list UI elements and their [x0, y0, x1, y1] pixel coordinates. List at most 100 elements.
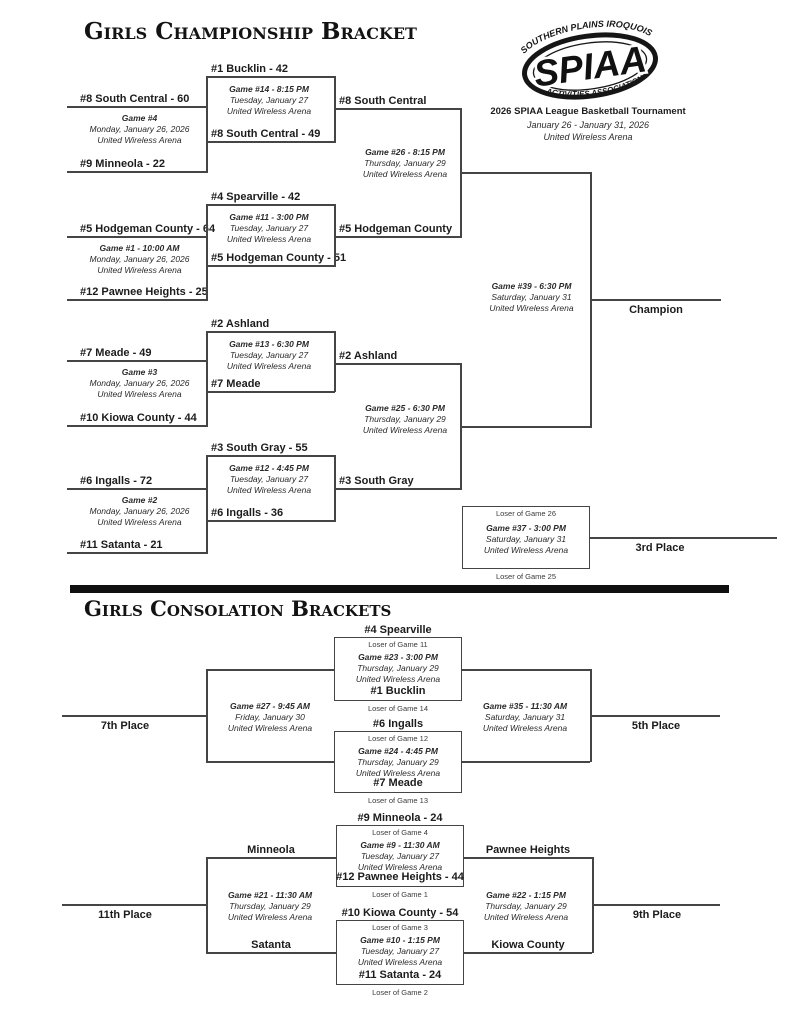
g10-info: Game #10 - 1:15 PM Tuesday, January 27 U… [342, 935, 458, 969]
g37-box [462, 506, 590, 569]
g11-date: Tuesday, January 27 [229, 223, 309, 234]
g3-venue: United Wireless Arena [97, 389, 182, 400]
g3-bottom-team: #10 Kiowa County - 44 [80, 412, 197, 424]
g23-top-note: Loser of Game 11 [368, 640, 428, 649]
g9-info: Game #9 - 11:30 AM Tuesday, January 27 U… [342, 840, 458, 874]
g25-date: Thursday, January 29 [364, 414, 446, 425]
g14-info: Game #14 - 8:15 PM Tuesday, January 27 U… [210, 84, 328, 118]
g2-date: Monday, January 26, 2026 [89, 506, 190, 517]
g1-game-label: Game #1 - 10:00 AM [99, 243, 180, 253]
g21-date: Thursday, January 29 [229, 901, 311, 912]
g1-bottom-line [67, 299, 207, 301]
g9-bottom-team: #12 Pawnee Heights - 44 [336, 871, 464, 883]
g3-top-line [67, 360, 207, 362]
g26-venue: United Wireless Arena [362, 169, 448, 180]
g4-top-line [67, 106, 207, 108]
g21-bottom-line [206, 952, 336, 954]
g14-right-line [334, 76, 336, 143]
g10-date: Tuesday, January 27 [360, 946, 440, 957]
g9-bottom-note: Loser of Game 1 [372, 890, 428, 899]
g25-game-label: Game #25 - 6:30 PM [365, 403, 445, 413]
event-title: 2026 SPIAA League Basketball Tournament [490, 106, 686, 117]
g10-game-label: Game #10 - 1:15 PM [360, 935, 440, 945]
g25-info: Game #25 - 6:30 PM Thursday, January 29 … [352, 403, 458, 437]
g27-bottom-line [206, 761, 334, 763]
g11-top-line [206, 204, 335, 206]
g2-top-line [67, 488, 207, 490]
g21-venue: United Wireless Arena [227, 912, 313, 923]
g10-top-team: #10 Kiowa County - 54 [341, 907, 459, 919]
g27-info: Game #27 - 9:45 AM Friday, January 30 Un… [210, 701, 330, 735]
ninth-place-label: 9th Place [632, 909, 682, 921]
g21-top-team: Minneola [247, 844, 295, 856]
g4-g14-joint-line [206, 76, 208, 173]
g10-bottom-note: Loser of Game 2 [372, 988, 428, 997]
g13-right-line [334, 331, 336, 392]
g13-winner-line [335, 363, 461, 365]
g13-bottom-team: #7 Meade [211, 378, 261, 390]
g37-info: Game #37 - 3:00 PM Saturday, January 31 … [468, 523, 584, 557]
g14-venue: United Wireless Arena [226, 106, 312, 117]
g12-right-line [334, 455, 336, 522]
g11-bottom-team: #5 Hodgeman County - 51 [211, 252, 347, 264]
g25-winner-line [460, 426, 591, 428]
g1-top-team: #5 Hodgeman County - 64 [80, 223, 216, 235]
g13-top-line [206, 331, 335, 333]
g23-game-label: Game #23 - 3:00 PM [358, 652, 438, 662]
g27-date: Friday, January 30 [235, 712, 305, 723]
g10-winner: Kiowa County [491, 939, 565, 951]
g23-bottom-team: #1 Bucklin [370, 685, 426, 697]
g1-bottom-team: #12 Pawnee Heights - 25 [80, 286, 208, 298]
g4-date: Monday, January 26, 2026 [89, 124, 190, 135]
g3-top-team: #7 Meade - 49 [80, 347, 152, 359]
g2-top-team: #6 Ingalls - 72 [80, 475, 153, 487]
g22-game-label: Game #22 - 1:15 PM [486, 890, 566, 900]
g12-winner: #3 South Gray [339, 475, 414, 487]
g24-top-note: Loser of Game 12 [367, 734, 429, 743]
g23-venue: United Wireless Arena [355, 674, 441, 685]
g9-top-note: Loser of Game 4 [372, 828, 428, 837]
g13-venue: United Wireless Arena [226, 361, 312, 372]
g4-info: Game #4 Monday, January 26, 2026 United … [77, 113, 202, 147]
seventh-place-line [62, 715, 206, 717]
g12-bottom-team: #6 Ingalls - 36 [211, 507, 284, 519]
g24-info: Game #24 - 4:45 PM Thursday, January 29 … [340, 746, 456, 780]
g24-top-team: #6 Ingalls [372, 718, 424, 730]
g13-info: Game #13 - 6:30 PM Tuesday, January 27 U… [210, 339, 328, 373]
logo-outer-ring [522, 32, 658, 100]
g37-date: Saturday, January 31 [485, 534, 567, 545]
champion-label: Champion [629, 304, 683, 316]
g35-top-line [462, 669, 590, 671]
g2-bottom-team: #11 Satanta - 21 [80, 539, 163, 551]
g24-bottom-team: #7 Meade [373, 777, 423, 789]
consolation-title: Girls Consolation Brackets [84, 596, 392, 621]
event-header: 2026 SPIAA League Basketball Tournament … [468, 106, 708, 143]
g9-venue: United Wireless Arena [357, 862, 443, 873]
g11-top-team: #4 Spearville - 42 [211, 191, 301, 203]
g9-date: Tuesday, January 27 [360, 851, 440, 862]
g11-winner-line [335, 236, 461, 238]
g3-bottom-line [67, 425, 207, 427]
g4-venue: United Wireless Arena [97, 135, 182, 146]
eleventh-place-line [62, 904, 206, 906]
g12-game-label: Game #12 - 4:45 PM [229, 463, 309, 473]
g23-date: Thursday, January 29 [357, 663, 439, 674]
g39-info: Game #39 - 6:30 PM Saturday, January 31 … [475, 281, 588, 315]
g12-top-line [206, 455, 335, 457]
section-divider [70, 585, 729, 593]
g21-top-line [206, 857, 336, 859]
g4-bottom-line [67, 171, 207, 173]
g24-date: Thursday, January 29 [357, 757, 439, 768]
g21-join-line [206, 857, 208, 953]
champion-line [590, 299, 721, 301]
g2-bottom-line [67, 552, 207, 554]
g10-top-note: Loser of Game 3 [372, 923, 428, 932]
g14-bottom-line [206, 141, 335, 143]
g35-info: Game #35 - 11:30 AM Saturday, January 31… [465, 701, 585, 735]
g24-box [334, 731, 462, 793]
g22-info: Game #22 - 1:15 PM Thursday, January 29 … [466, 890, 586, 924]
g12-top-team: #3 South Gray - 55 [211, 442, 308, 454]
g9-top-team: #9 Minneola - 24 [357, 812, 443, 824]
g24-bottom-note: Loser of Game 13 [367, 796, 429, 805]
g22-venue: United Wireless Arena [483, 912, 569, 923]
